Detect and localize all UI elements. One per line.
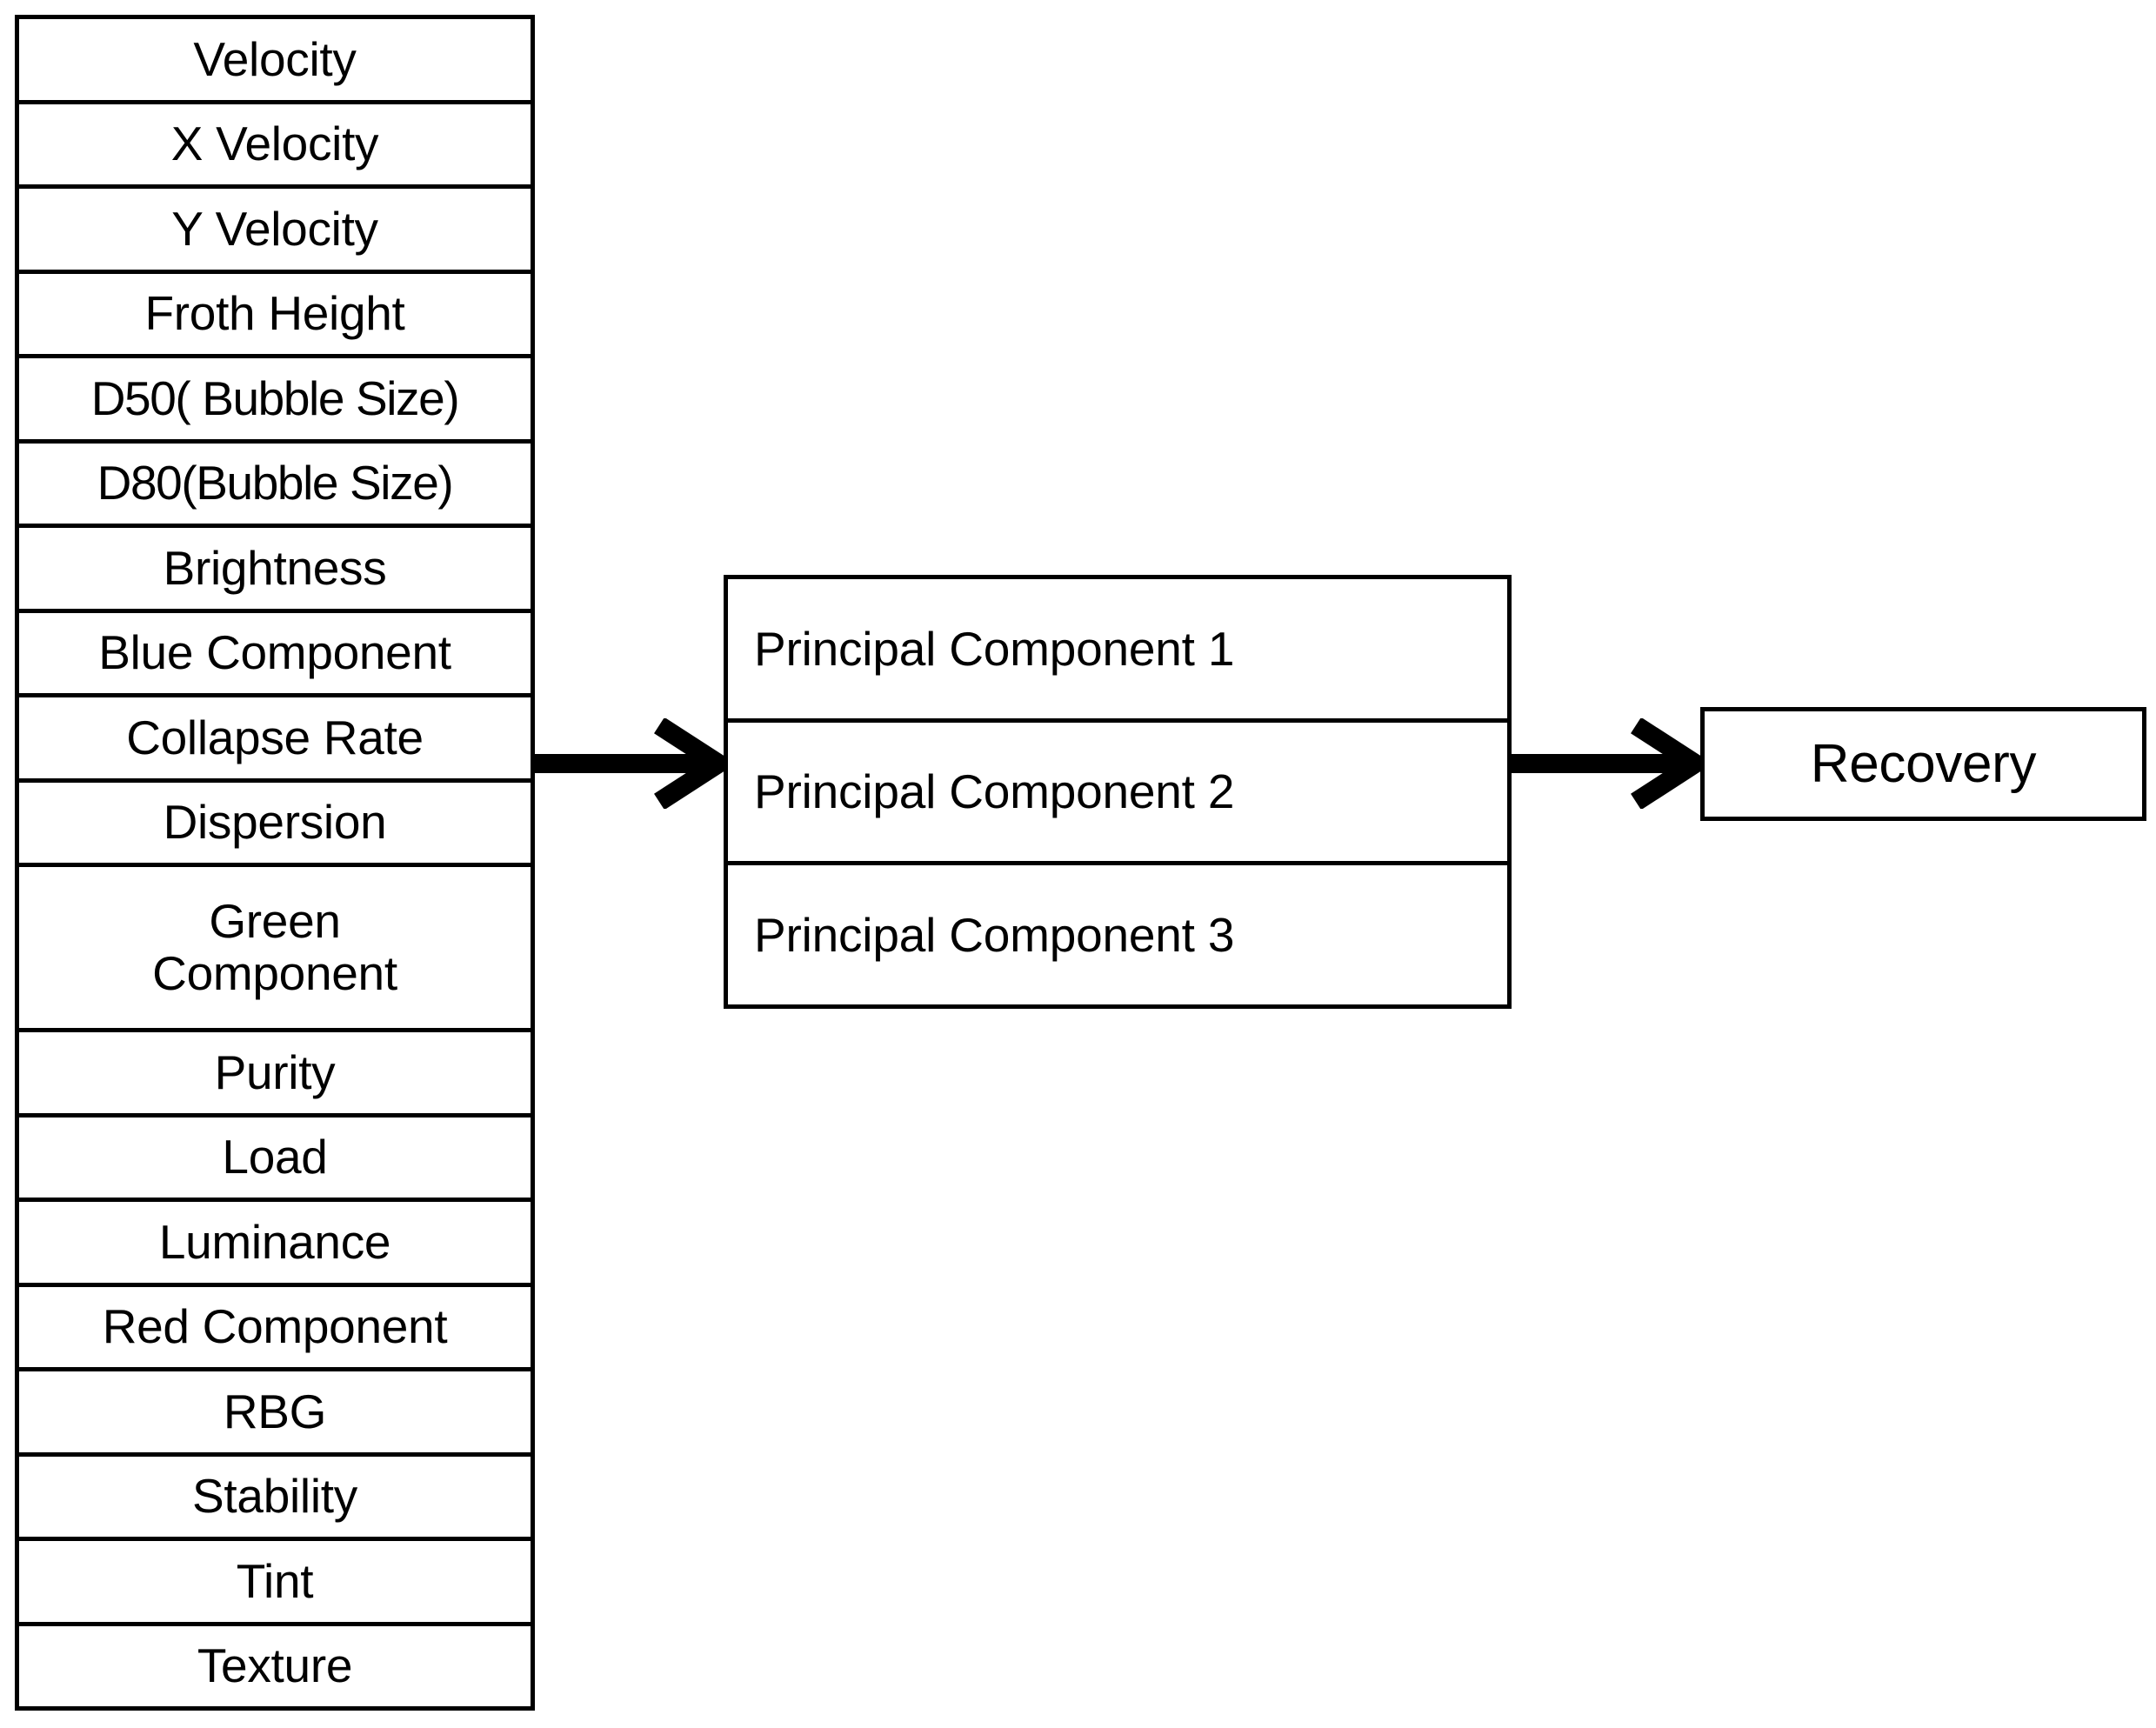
feature-label: Dispersion [163, 795, 387, 850]
arrow-features-to-pca [532, 718, 729, 809]
feature-label: Stability [192, 1469, 357, 1524]
feature-row: X Velocity [19, 103, 531, 189]
feature-label: Y Velocity [171, 201, 378, 256]
feature-label: Tint [236, 1553, 314, 1608]
feature-label: D50( Bubble Size) [90, 370, 460, 425]
feature-row: Green Component [19, 867, 531, 1032]
feature-label: D80(Bubble Size) [97, 456, 454, 510]
principal-components-table: Principal Component 1 Principal Component… [724, 575, 1512, 1009]
feature-row: D50( Bubble Size) [19, 358, 531, 444]
feature-label: Froth Height [144, 286, 405, 341]
feature-row: Texture [19, 1625, 531, 1706]
feature-row: Luminance [19, 1202, 531, 1287]
feature-row: Load [19, 1117, 531, 1202]
feature-row: Blue Component [19, 612, 531, 697]
feature-label: Blue Component [98, 625, 451, 680]
feature-label: Collapse Rate [126, 710, 424, 764]
principal-component-row: Principal Component 3 [728, 865, 1507, 1005]
feature-row: Dispersion [19, 782, 531, 867]
recovery-box: Recovery [1700, 707, 2146, 821]
feature-label: RBG [223, 1384, 327, 1438]
principal-component-label: Principal Component 2 [754, 764, 1235, 819]
feature-row: Collapse Rate [19, 697, 531, 783]
feature-label: Green Component [152, 894, 397, 1000]
feature-row: Velocity [19, 19, 531, 104]
feature-row: Brightness [19, 528, 531, 613]
feature-label: Load [222, 1130, 328, 1184]
feature-row: D80(Bubble Size) [19, 443, 531, 528]
feature-label: X Velocity [170, 117, 379, 171]
principal-component-row: Principal Component 2 [728, 722, 1507, 866]
feature-label: Velocity [193, 31, 357, 86]
feature-label: Red Component [102, 1299, 448, 1354]
feature-row: Froth Height [19, 273, 531, 358]
feature-row: Stability [19, 1456, 531, 1541]
feature-row: Purity [19, 1032, 531, 1118]
feature-label: Texture [197, 1638, 353, 1693]
feature-label: Purity [214, 1044, 336, 1099]
feature-row: Red Component [19, 1286, 531, 1371]
principal-component-label: Principal Component 3 [754, 907, 1235, 962]
principal-component-label: Principal Component 1 [754, 621, 1235, 676]
arrow-pca-to-recovery [1509, 718, 1705, 809]
recovery-label: Recovery [1810, 733, 2037, 794]
feature-row: Tint [19, 1541, 531, 1626]
feature-row: RBG [19, 1371, 531, 1457]
feature-row: Y Velocity [19, 189, 531, 274]
principal-component-row: Principal Component 1 [728, 579, 1507, 723]
feature-label: Luminance [158, 1214, 391, 1269]
feature-label: Brightness [163, 540, 387, 595]
